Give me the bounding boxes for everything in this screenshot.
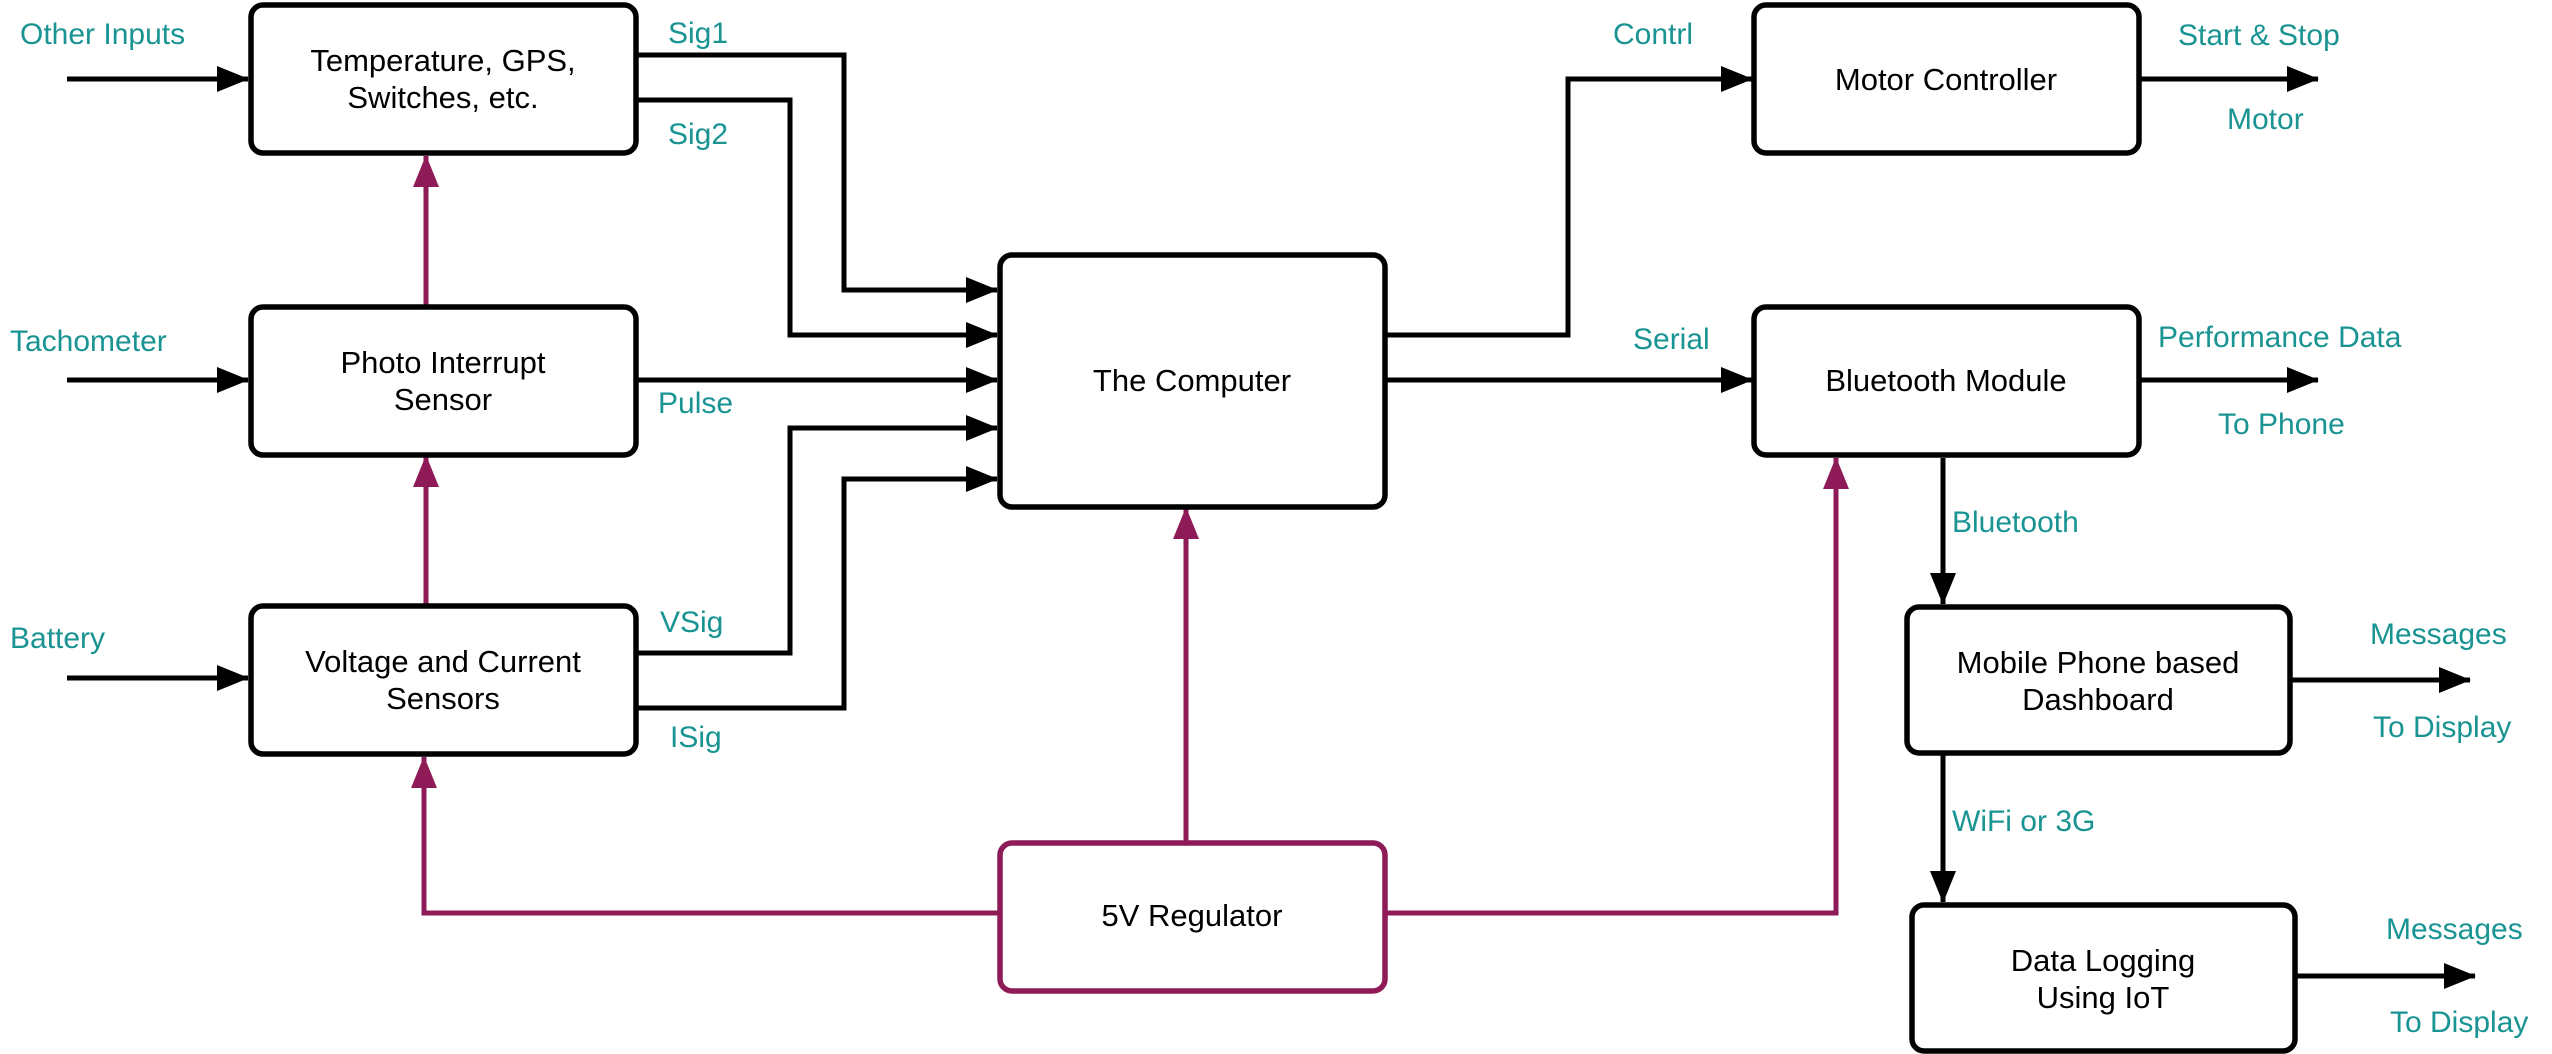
block-bluetooth-module: Bluetooth Module: [1751, 304, 2142, 458]
label-performance-data: Performance Data: [2158, 321, 2402, 354]
label-contrl: Contrl: [1613, 18, 1693, 51]
block-sensors-misc-line1: Temperature, GPS,: [310, 43, 575, 78]
power-line-regulator-to-vc: [411, 756, 999, 916]
block-computer-label: The Computer: [1093, 363, 1291, 398]
block-vc-sensors-line1: Voltage and Current: [305, 644, 581, 679]
label-to-display-dashboard: To Display: [2373, 711, 2511, 744]
block-computer: The Computer: [997, 252, 1388, 510]
label-isig: ISig: [670, 721, 722, 754]
block-dashboard-line2: Dashboard: [2022, 682, 2174, 717]
label-sig1: Sig1: [668, 17, 728, 50]
power-lines: [411, 155, 1849, 916]
label-start-stop: Start & Stop: [2178, 19, 2340, 52]
signal-lines: [67, 52, 2476, 989]
power-line-regulator-to-bluetooth: [1387, 457, 1849, 916]
label-sig2: Sig2: [668, 118, 728, 151]
block-bluetooth-module-label: Bluetooth Module: [1825, 363, 2066, 398]
label-serial: Serial: [1633, 323, 1710, 356]
block-dashboard: Mobile Phone based Dashboard: [1904, 604, 2293, 756]
line-sig2: [637, 97, 998, 348]
label-to-phone: To Phone: [2218, 408, 2345, 441]
block-data-logging-line1: Data Logging: [2011, 943, 2195, 978]
line-contrl: [1387, 66, 1753, 338]
line-isig: [637, 466, 998, 711]
block-photo-sensor: Photo Interrupt Sensor: [248, 304, 639, 458]
label-motor: Motor: [2227, 103, 2304, 136]
block-data-logging: Data Logging Using IoT: [1909, 902, 2298, 1054]
label-other-inputs: Other Inputs: [20, 18, 185, 51]
block-sensors-misc: Temperature, GPS, Switches, etc.: [248, 2, 639, 156]
block-dashboard-line1: Mobile Phone based: [1957, 645, 2240, 680]
block-data-logging-line2: Using IoT: [2037, 980, 2170, 1015]
line-vsig: [637, 415, 998, 656]
block-vc-sensors: Voltage and Current Sensors: [248, 603, 639, 757]
label-tachometer: Tachometer: [10, 325, 167, 358]
block-motor-controller: Motor Controller: [1751, 2, 2142, 156]
block-regulator-label: 5V Regulator: [1102, 898, 1283, 933]
annotations: Other Inputs Tachometer Battery Sig1 Sig…: [10, 17, 2528, 1039]
block-photo-sensor-line1: Photo Interrupt: [340, 345, 545, 380]
label-bluetooth: Bluetooth: [1952, 506, 2079, 539]
block-photo-sensor-line2: Sensor: [394, 382, 492, 417]
label-wifi-3g: WiFi or 3G: [1952, 805, 2095, 838]
block-vc-sensors-line2: Sensors: [386, 681, 500, 716]
label-pulse: Pulse: [658, 387, 733, 420]
label-messages-logging: Messages: [2386, 913, 2523, 946]
label-to-display-logging: To Display: [2390, 1006, 2528, 1039]
label-messages-dashboard: Messages: [2370, 618, 2507, 651]
line-sig1: [637, 52, 998, 303]
label-vsig: VSig: [660, 606, 723, 639]
block-motor-controller-label: Motor Controller: [1835, 62, 2057, 97]
label-battery: Battery: [10, 622, 105, 655]
block-regulator: 5V Regulator: [997, 840, 1388, 994]
block-sensors-misc-line2: Switches, etc.: [347, 80, 538, 115]
